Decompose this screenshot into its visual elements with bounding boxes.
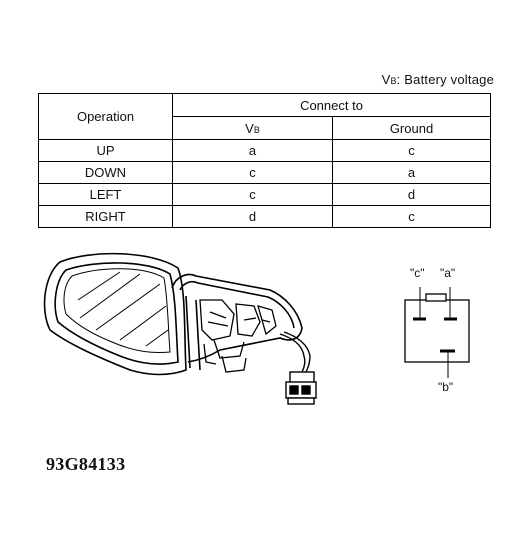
mirror-glass xyxy=(63,268,171,353)
figure-code: 93G84133 xyxy=(46,454,126,474)
connector-plug xyxy=(285,371,317,405)
battery-voltage-legend: VB: Battery voltage xyxy=(382,72,494,87)
connector-outline xyxy=(404,299,470,363)
row-operation: RIGHT xyxy=(38,205,173,228)
row-ground: c xyxy=(332,205,491,228)
row-operation: LEFT xyxy=(38,183,173,206)
table-row: RIGHT d c xyxy=(38,205,491,228)
wire-harness xyxy=(279,331,311,373)
table-row: LEFT c d xyxy=(38,183,491,206)
mirror-housing xyxy=(43,252,187,376)
row-vb: d xyxy=(172,205,333,228)
header-vb-main: V xyxy=(245,120,254,136)
mirror-base xyxy=(171,273,303,371)
legend-text: : Battery voltage xyxy=(396,72,494,87)
header-connect-to: Connect to xyxy=(172,93,491,117)
legend-prefix: V xyxy=(381,72,391,87)
pin-label-b: "b" xyxy=(438,380,454,394)
mirror-operation-table: Operation Connect to VB Ground UP a c DO… xyxy=(38,93,491,228)
table-row: UP a c xyxy=(38,139,491,162)
pin-label-a: "a" xyxy=(440,266,456,280)
connector-pinout xyxy=(404,287,470,378)
mirror-actuator xyxy=(199,299,277,373)
header-vb-sub: B xyxy=(253,124,260,135)
legend-subscript: B xyxy=(390,76,397,86)
pin-label-c: "c" xyxy=(410,266,425,280)
connector-key xyxy=(425,293,447,302)
